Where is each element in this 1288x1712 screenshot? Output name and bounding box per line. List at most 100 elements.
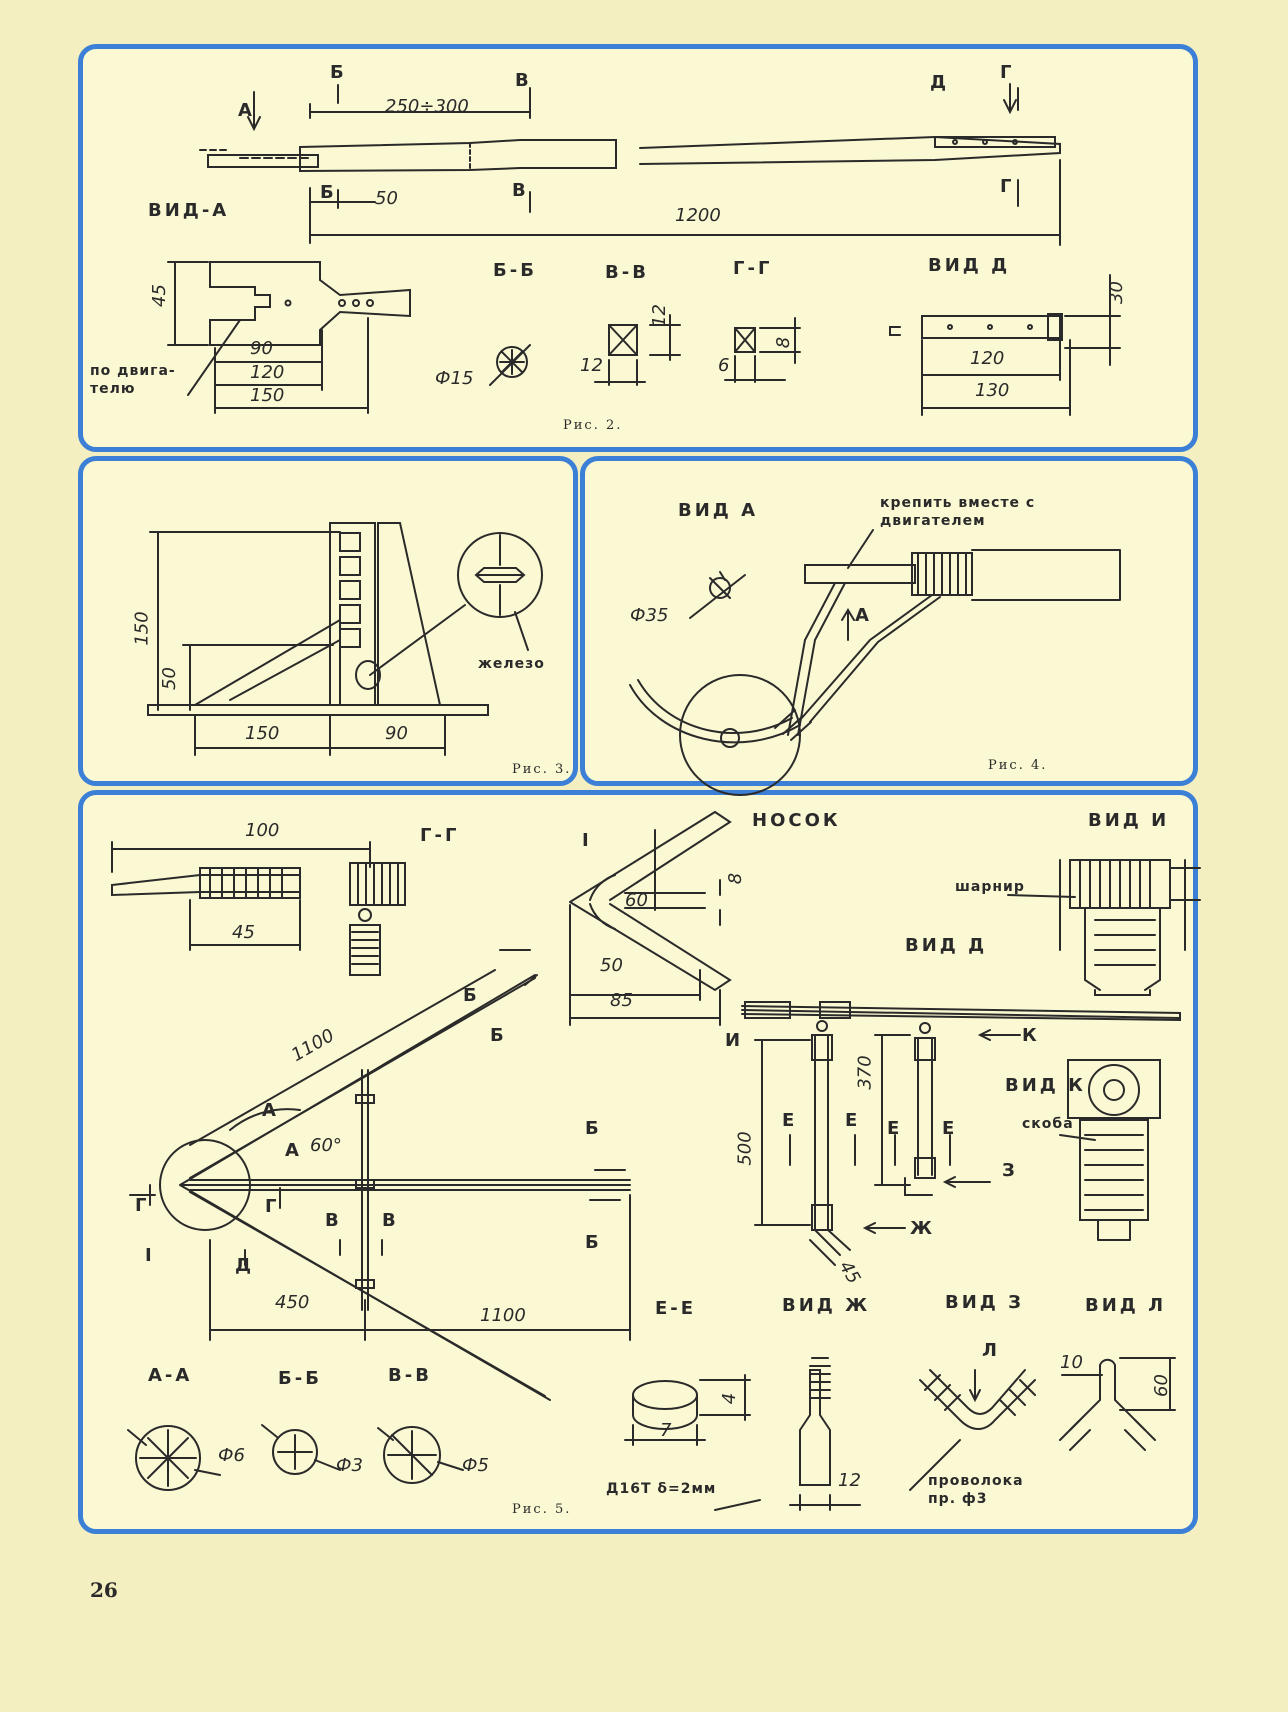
fig2-vv-12-width: 12 xyxy=(580,355,603,376)
fig5-label-g-inner: Г xyxy=(265,1196,280,1217)
fig3-note-iron: железо xyxy=(478,656,545,672)
fig5-section-bb-label: Б-Б xyxy=(278,1368,322,1389)
fig4-arrow-a: А xyxy=(855,605,872,626)
fig3-stand xyxy=(148,523,542,755)
fig5-bracket-note: скоба xyxy=(1022,1116,1074,1132)
fig5-wire-note: проволока пр. ф3 xyxy=(928,1473,1024,1508)
fig5-view-z-arrow-l: Л xyxy=(982,1340,1000,1361)
fig2-caption: Рис. 2. xyxy=(563,418,623,433)
fig2-d-130: 130 xyxy=(975,380,1010,401)
fig4-caption: Рис. 4. xyxy=(988,758,1048,773)
fig5-gg-detail xyxy=(112,842,405,975)
fig2-view-d xyxy=(890,275,1120,415)
fig2-view-d-label: ВИД Д xyxy=(928,255,1011,276)
fig2-dim-45: 45 xyxy=(148,284,170,307)
fig2-cut-v-top: В xyxy=(515,70,532,91)
fig5-label-b-right-bottom: Б xyxy=(585,1232,602,1253)
fig5-l-60: 60 xyxy=(1150,1374,1172,1397)
fig4-note-fix: крепить вместе с двигателем xyxy=(880,495,1036,530)
fig5-nose-85: 85 xyxy=(610,990,633,1011)
fig5-section-gg-label: Г-Г xyxy=(420,825,460,846)
fig5-ee-7: 7 xyxy=(660,1420,672,1441)
fig5-label-z: З xyxy=(1002,1160,1018,1181)
fig5-label-zh: Ж xyxy=(910,1218,936,1239)
fig5-phi5: Ф5 xyxy=(462,1455,489,1476)
fig5-label-g-left: Г xyxy=(135,1195,150,1216)
fig5-label-e-1: Е xyxy=(782,1110,798,1131)
fig5-label-i: И xyxy=(725,1030,744,1051)
fig2-cut-b-top: Б xyxy=(330,62,347,83)
fig5-view-d xyxy=(742,1002,1180,1265)
fig2-dim-150: 150 xyxy=(250,385,285,406)
fig2-rod-side-view xyxy=(200,84,1060,245)
fig2-phi15: Ф15 xyxy=(435,368,474,389)
fig2-section-bb-label: Б-Б xyxy=(493,260,537,281)
fig5-roman-i-main: I xyxy=(145,1245,155,1266)
fig2-cut-v-bottom: В xyxy=(512,180,529,201)
fig5-view-k-label: ВИД К xyxy=(1005,1075,1086,1096)
fig5-label-e-2: Е xyxy=(845,1110,861,1131)
fig5-nose-8: 8 xyxy=(725,872,747,885)
fig5-view-d-label: ВИД Д xyxy=(905,935,988,956)
fig2-cut-g-bottom: Г xyxy=(1000,176,1015,197)
fig2-section-vv-label: В-В xyxy=(605,262,649,283)
fig5-section-ee-label: Е-Е xyxy=(655,1298,697,1319)
fig2-cut-d: Д xyxy=(930,72,950,93)
fig5-bottom-views xyxy=(128,1358,1175,1510)
fig2-section-gg-label: Г-Г xyxy=(733,258,773,279)
fig5-caption: Рис. 5. xyxy=(512,1502,572,1517)
fig5-angle-60-detail: 60 xyxy=(625,890,648,911)
fig5-label-k: К xyxy=(1022,1025,1040,1046)
fig5-main-frame xyxy=(130,950,630,1400)
fig5-view-k xyxy=(1060,1060,1160,1240)
fig2-d-120: 120 xyxy=(970,348,1005,369)
fig4-mount xyxy=(630,530,1120,795)
fig2-d-30: 30 xyxy=(1105,281,1127,304)
fig5-label-b-upper: Б xyxy=(463,985,480,1006)
fig2-arrow-a: А xyxy=(238,100,255,121)
fig5-section-aa-label: А-А xyxy=(148,1365,193,1386)
fig5-view-l-label: ВИД Л xyxy=(1085,1295,1167,1316)
fig3-dim-150-horizontal: 150 xyxy=(245,723,280,744)
fig3-dim-150-vertical: 150 xyxy=(131,611,153,646)
fig5-l-10: 10 xyxy=(1060,1352,1083,1373)
fig5-material-note: Д16Т δ=2мм xyxy=(606,1481,717,1497)
figure-3-panel xyxy=(78,456,578,786)
fig2-dim-1200: 1200 xyxy=(675,205,721,226)
fig2-sections xyxy=(490,315,800,385)
fig5-dim-370: 370 xyxy=(854,1055,876,1090)
fig5-nosok-label: НОСОК xyxy=(752,810,841,831)
fig2-cut-b-bottom: Б xyxy=(320,182,337,203)
fig3-dim-50: 50 xyxy=(158,667,180,690)
fig5-roman-i-top: I xyxy=(582,830,592,851)
fig2-gg-6: 6 xyxy=(718,355,730,376)
fig5-view-i xyxy=(1008,860,1200,995)
fig3-caption: Рис. 3. xyxy=(512,762,572,777)
fig5-view-z-label: ВИД З xyxy=(945,1292,1024,1313)
fig2-cut-g-top: Г xyxy=(1000,62,1015,83)
fig5-ee-4: 4 xyxy=(719,1392,741,1405)
fig4-view-a-label: ВИД А xyxy=(678,500,759,521)
fig5-section-vv-label: В-В xyxy=(388,1365,432,1386)
fig5-gg-100: 100 xyxy=(245,820,280,841)
fig5-gg-45: 45 xyxy=(232,922,255,943)
fig5-nose-50: 50 xyxy=(600,955,623,976)
fig2-dim-50: 50 xyxy=(375,188,398,209)
fig2-dim-120: 120 xyxy=(250,362,285,383)
fig5-label-a-lower: А xyxy=(285,1140,302,1161)
fig5-label-b-right-top: Б xyxy=(585,1118,602,1139)
fig5-label-e-4: Е xyxy=(942,1118,958,1139)
fig2-dim-90: 90 xyxy=(250,338,273,359)
fig5-label-v-left: В xyxy=(325,1210,342,1231)
fig5-hinge-note: шарнир xyxy=(955,879,1025,895)
fig2-view-a-label: ВИД-А xyxy=(148,200,230,221)
fig5-phi3: Ф3 xyxy=(336,1455,363,1476)
fig2-dim-250-300: 250÷300 xyxy=(385,96,469,117)
page-number: 26 xyxy=(90,1578,118,1602)
fig2-vv-12-height: 12 xyxy=(648,304,670,327)
fig5-label-b-side: Б xyxy=(490,1025,507,1046)
fig5-main-angle-60: 60° xyxy=(310,1135,342,1156)
fig5-main-1100-lower: 1100 xyxy=(480,1305,526,1326)
fig5-dim-500: 500 xyxy=(734,1131,756,1166)
